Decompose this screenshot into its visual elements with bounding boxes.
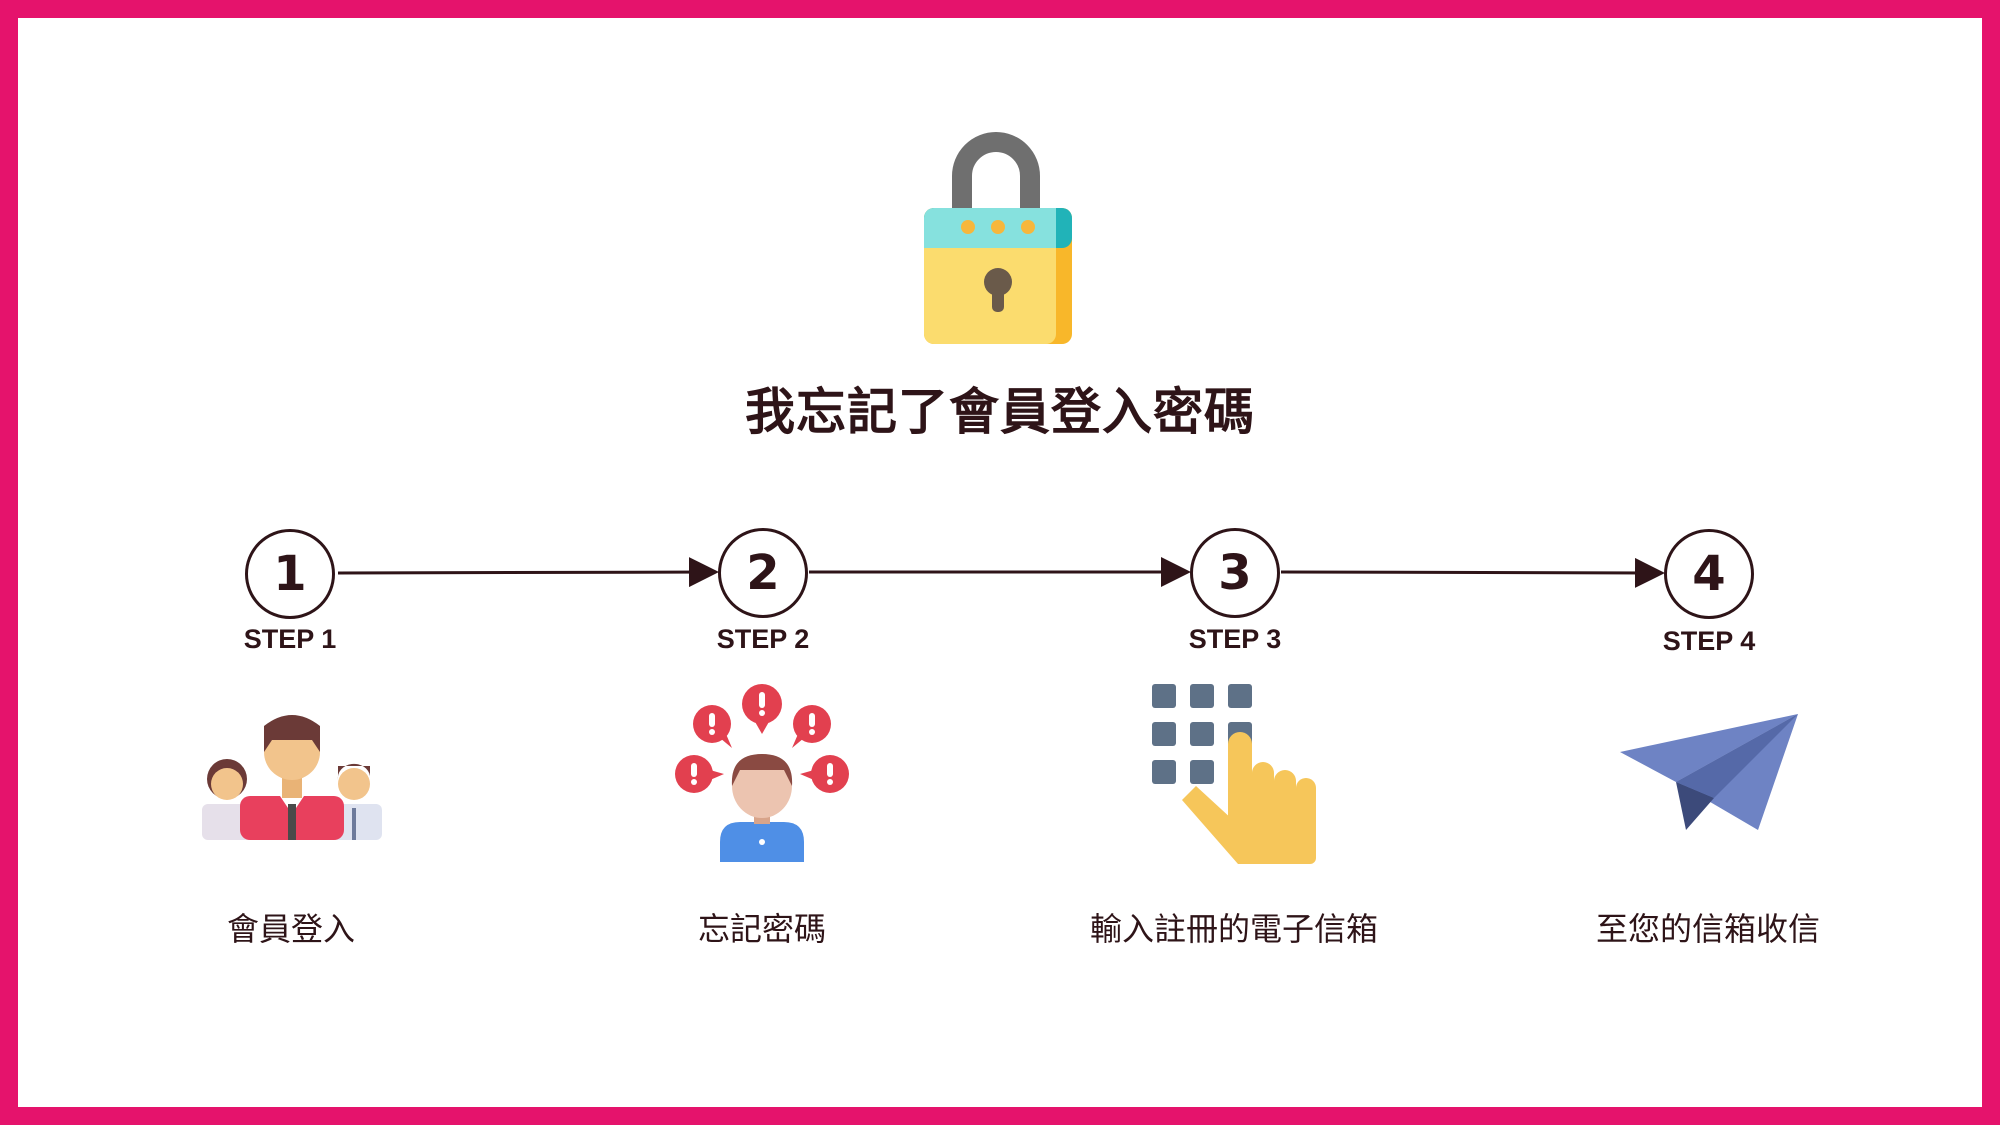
- arrow-3-4: [1280, 557, 1665, 588]
- step-2-number: 2: [718, 528, 808, 618]
- arrow-1-2: [337, 557, 719, 588]
- step-3-label: STEP 3: [1188, 624, 1282, 654]
- step-1-number: 1: [245, 529, 335, 619]
- step-4-label: STEP 4: [1662, 626, 1756, 656]
- step-2-caption: 忘記密碼: [697, 910, 826, 948]
- confused-person-icon: [675, 684, 849, 862]
- step-3-caption: 輸入註冊的電子信箱: [1089, 910, 1378, 948]
- step-1-caption: 會員登入: [226, 910, 355, 948]
- keypad-hand-icon: [1152, 684, 1316, 864]
- step-1-label: STEP 1: [243, 624, 337, 654]
- step-4-number: 4: [1664, 529, 1754, 619]
- user-group-icon: [202, 715, 382, 840]
- page-title: 我忘記了會員登入密碼: [745, 383, 1255, 441]
- step-4-caption: 至您的信箱收信: [1595, 910, 1820, 948]
- step-2-label: STEP 2: [716, 624, 810, 654]
- paper-plane-icon: [1620, 714, 1798, 830]
- padlock-icon: [924, 132, 1072, 344]
- step-3-number: 3: [1190, 528, 1280, 618]
